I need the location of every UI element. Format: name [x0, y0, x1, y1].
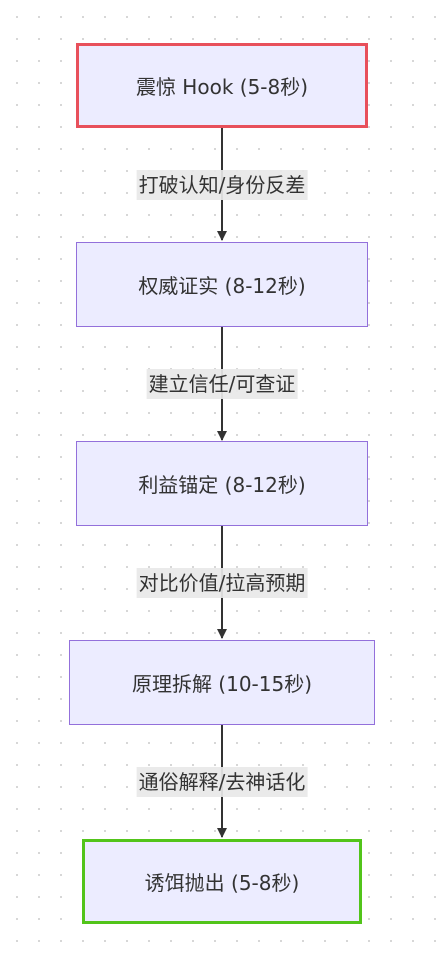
node-hook-label: 震惊 Hook (5-8秒)	[135, 75, 309, 99]
edge-label-hook-authority: 打破认知/身份反差	[136, 170, 308, 200]
node-principle[interactable]: 原理拆解 (10-15秒)	[69, 640, 375, 725]
edge-label-benefit-principle: 对比价值/拉高预期	[136, 568, 308, 598]
edge-label-principle-bait: 通俗解释/去神话化	[136, 767, 308, 797]
node-benefit[interactable]: 利益锚定 (8-12秒)	[76, 441, 368, 526]
edge-label-authority-benefit: 建立信任/可查证	[146, 369, 298, 399]
node-hook[interactable]: 震惊 Hook (5-8秒)	[76, 43, 368, 128]
node-authority-label: 权威证实 (8-12秒)	[138, 274, 306, 298]
node-principle-label: 原理拆解 (10-15秒)	[131, 672, 313, 696]
node-authority[interactable]: 权威证实 (8-12秒)	[76, 242, 368, 327]
node-bait[interactable]: 诱饵抛出 (5-8秒)	[82, 839, 362, 924]
node-benefit-label: 利益锚定 (8-12秒)	[138, 473, 306, 497]
node-bait-label: 诱饵抛出 (5-8秒)	[144, 871, 300, 895]
